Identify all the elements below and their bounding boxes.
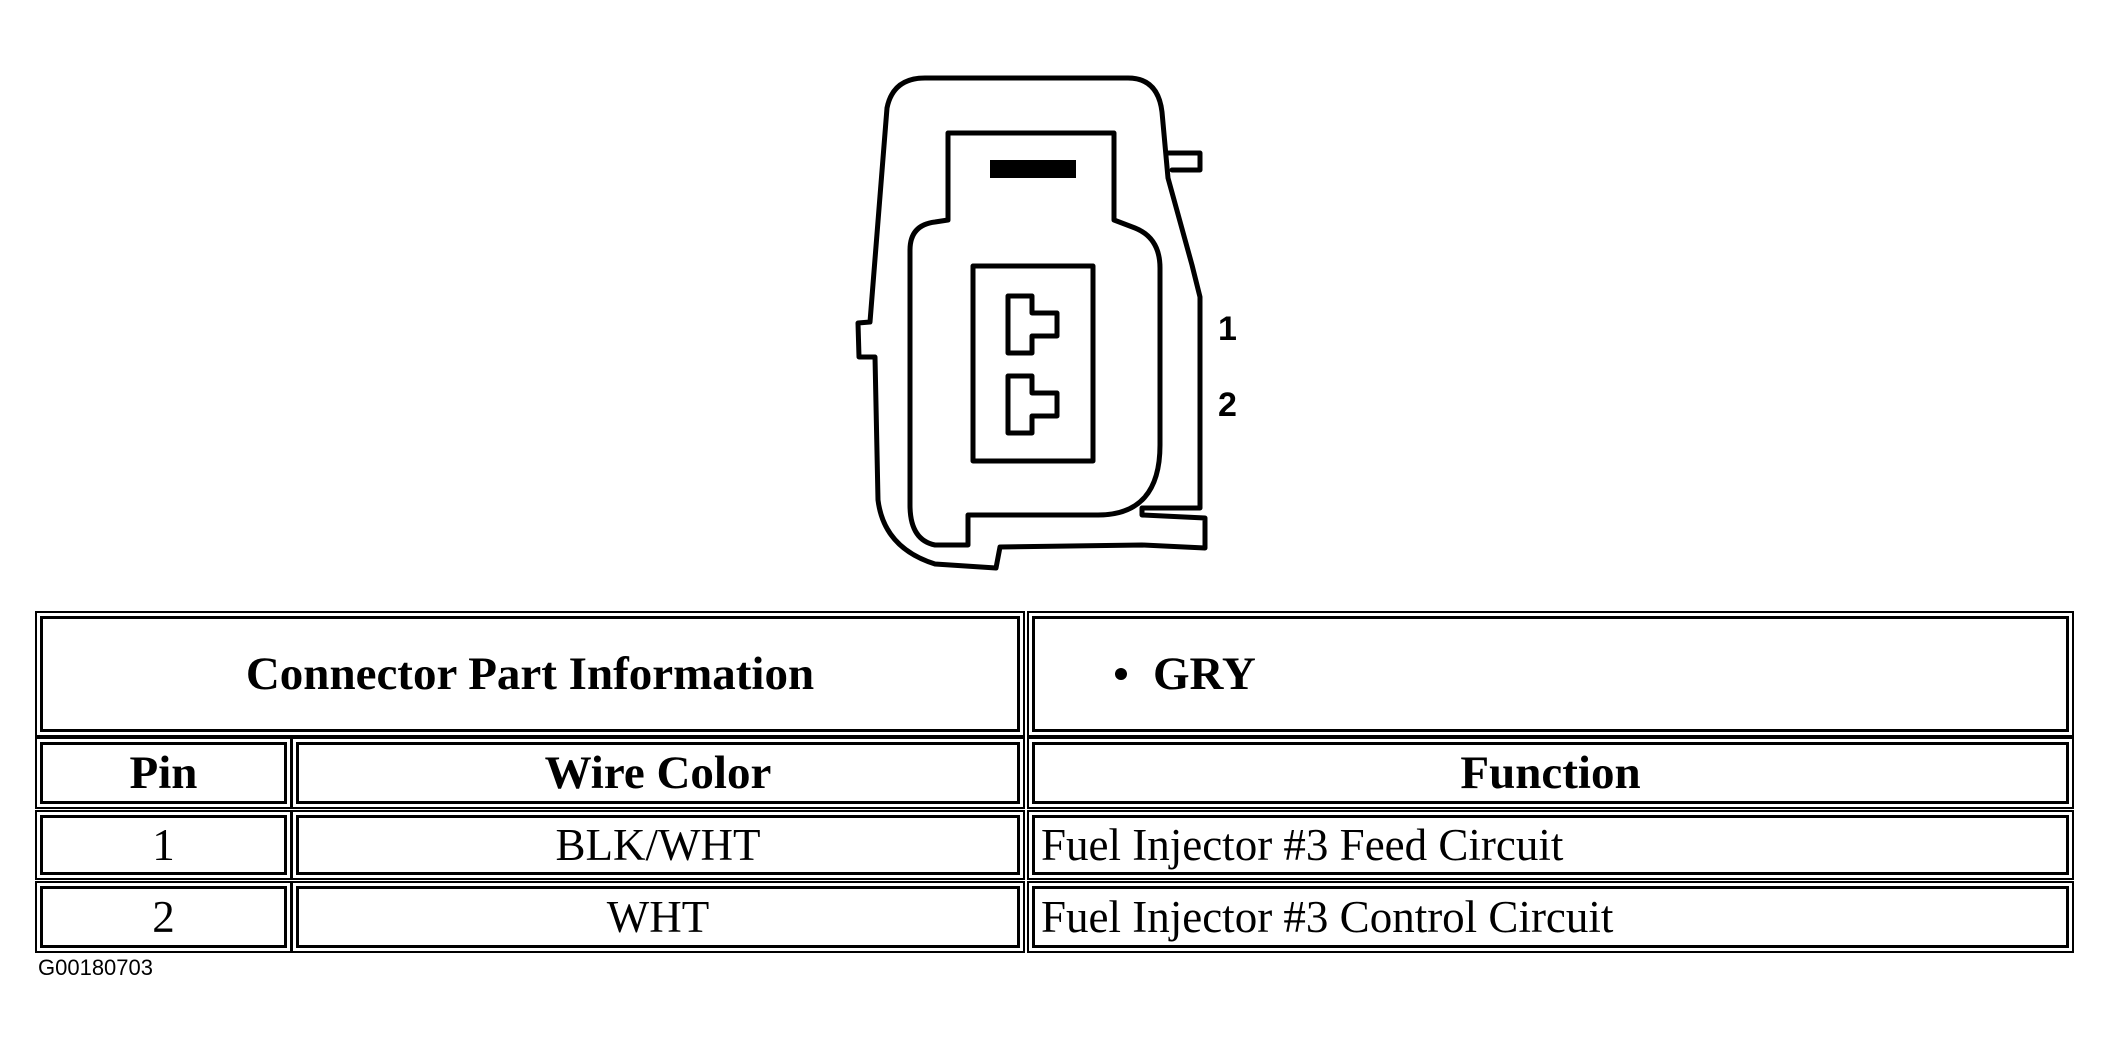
row-2-function-value: Fuel Injector #3 Control Circuit [1041,892,1614,942]
pin-number-1: 1 [1218,310,1237,348]
pin-number-2: 2 [1218,386,1237,424]
terminal-1 [1005,293,1060,356]
row-2-pin-value: 2 [152,892,175,942]
row-2-wire-color: WHT [291,881,1025,953]
header-wire-color-label: Wire Color [544,747,772,799]
part-info-label: Connector Part Information [245,648,815,700]
connector-lock-tab [1165,150,1203,173]
row-2-wire-color-value: WHT [606,892,710,942]
row-1-pin: 1 [35,810,292,880]
figure-id: G00180703 [38,955,153,980]
header-pin: Pin [35,737,292,809]
row-2-function: Fuel Injector #3 Control Circuit [1027,881,2074,953]
row-1-wire-color: BLK/WHT [291,810,1025,880]
row-2-pin: 2 [35,881,292,953]
row-1-pin-value: 1 [152,820,175,870]
bullet-icon [1115,668,1127,680]
part-info-label-cell: Connector Part Information [35,611,1025,737]
terminal-block [970,263,1096,464]
connector-housing-outline [855,75,1208,571]
header-pin-label: Pin [129,747,198,799]
polarity-mark [990,160,1076,178]
part-info-value: GRY [1153,648,1256,700]
header-function: Function [1027,737,2074,809]
connector-diagram: 1 2 [855,75,1237,571]
header-wire-color: Wire Color [291,737,1025,809]
terminal-2 [1005,373,1060,436]
row-1-function: Fuel Injector #3 Feed Circuit [1027,810,2074,880]
header-function-label: Function [1460,747,1641,799]
part-info-value-cell: GRY [1027,611,2074,737]
row-1-function-value: Fuel Injector #3 Feed Circuit [1041,820,1564,870]
row-1-wire-color-value: BLK/WHT [555,820,761,870]
connector-inner-cavity [907,130,1163,548]
